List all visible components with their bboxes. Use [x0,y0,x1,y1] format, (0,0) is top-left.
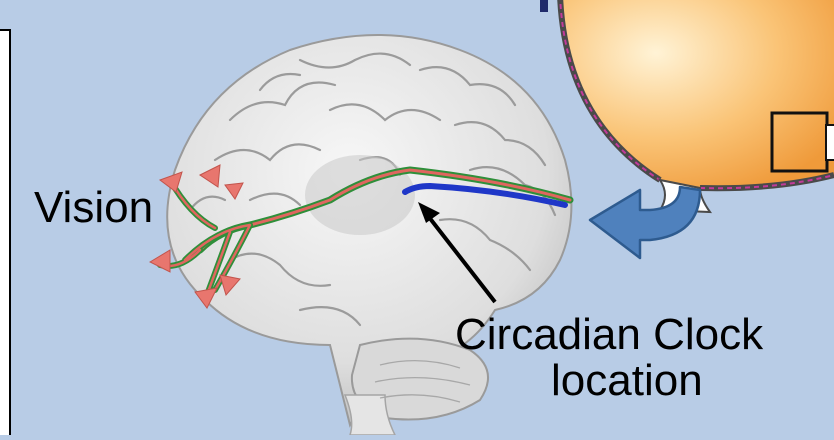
circadian-clock-label-line1: Circadian Clock [455,312,834,358]
left-panel-border [0,30,10,435]
circadian-clock-label: Circadian Clock location [455,312,834,404]
circadian-clock-label-line2: location [455,358,834,404]
vision-label: Vision [34,183,153,233]
eye-cross-section [540,0,834,212]
curved-arrow-icon [590,187,700,258]
